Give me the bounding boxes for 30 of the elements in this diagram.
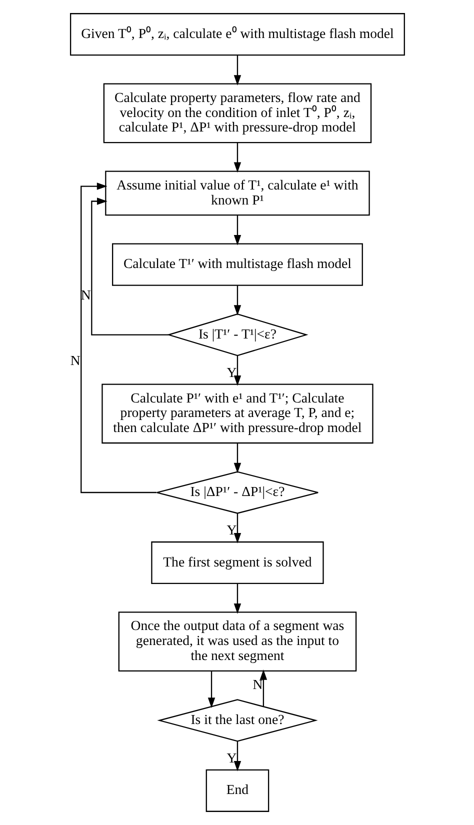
arrow bbox=[234, 143, 242, 173]
arrow bbox=[234, 584, 242, 614]
edge-label: N bbox=[70, 353, 80, 368]
edge-label: Y bbox=[226, 750, 237, 766]
arrow bbox=[234, 286, 242, 316]
arrow bbox=[234, 215, 242, 246]
node-box: Calculate P¹′ with e¹ and T¹′; Calculate property parameters at average T, P, and e; then calculate ΔP¹′ with pressure-drop model bbox=[102, 384, 374, 444]
node-diamond: Is |ΔP¹′ - ΔP¹|<ε? bbox=[156, 471, 319, 514]
arrow bbox=[80, 182, 157, 494]
arrow bbox=[234, 55, 242, 86]
edge-label: Y bbox=[226, 522, 237, 538]
edge-label: N bbox=[80, 288, 91, 303]
arrow bbox=[234, 742, 242, 772]
arrow bbox=[234, 443, 242, 474]
arrow bbox=[234, 356, 242, 386]
node-diamond: Is it the last one? bbox=[157, 699, 318, 742]
edge-label: Y bbox=[226, 365, 237, 380]
arrow bbox=[91, 198, 168, 336]
node-box: End bbox=[206, 769, 270, 812]
arrow bbox=[234, 514, 242, 544]
node-box: Once the output data of a segment was generated, it was used as the input to the next segment bbox=[118, 612, 357, 672]
arrow bbox=[208, 670, 216, 708]
node-diamond: Is |T¹′ - T¹|<ε? bbox=[166, 313, 308, 356]
edge-label: N bbox=[252, 676, 263, 692]
node-box: Assume initial value of T¹, calculate e¹ with known P¹ bbox=[105, 170, 370, 216]
node-box: Given T⁰, P⁰, zᵢ, calculate e⁰ with multistage flash model bbox=[70, 13, 405, 56]
arrow bbox=[260, 670, 268, 706]
node-box: Calculate property parameters, flow rate and velocity on the condition of inlet T⁰, P⁰, zᵢ, calculate P¹, ΔP¹ with pressure-drop model bbox=[103, 83, 372, 144]
node-box: The first segment is solved bbox=[151, 541, 324, 584]
node-box: Calculate T¹′ with multistage flash model bbox=[112, 243, 363, 286]
